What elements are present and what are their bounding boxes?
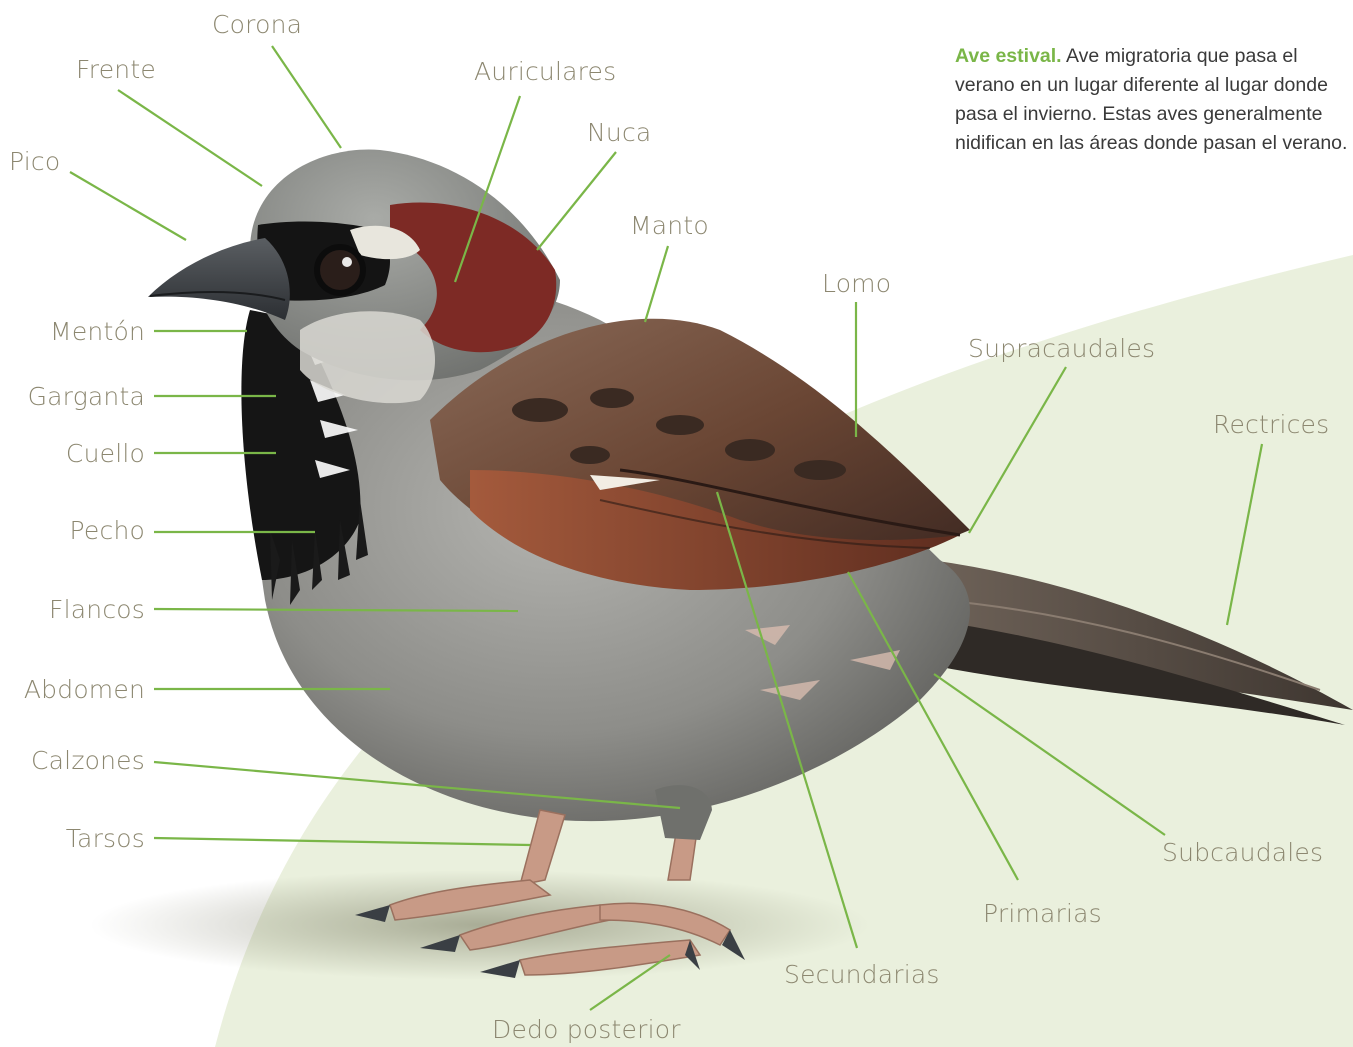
label-auriculares: Auriculares [474, 59, 616, 84]
label-secundarias: Secundarias [784, 962, 940, 987]
label-cuello: Cuello [66, 441, 145, 466]
leader-corona [272, 46, 341, 148]
label-frente: Frente [76, 57, 156, 82]
label-dedo-posterior: Dedo posterior [492, 1017, 681, 1042]
label-calzones: Calzones [31, 748, 145, 773]
leader-pico [70, 172, 186, 240]
leader-manto [645, 246, 668, 322]
label-rectrices: Rectrices [1213, 412, 1329, 437]
label-corona: Corona [212, 12, 302, 37]
label-tarsos: Tarsos [66, 826, 145, 851]
leader-frente [118, 90, 262, 186]
label-lomo: Lomo [822, 271, 891, 296]
label-abdomen: Abdomen [24, 677, 145, 702]
label-supracaudales: Supracaudales [968, 336, 1155, 361]
label-garganta: Garganta [28, 384, 145, 409]
label-manto: Manto [630, 213, 709, 238]
label-primarias: Primarias [983, 901, 1102, 926]
beak [148, 238, 290, 320]
label-flancos: Flancos [49, 597, 145, 622]
label-nuca: Nuca [587, 120, 651, 145]
label-subcaudales: Subcaudales [1162, 840, 1323, 865]
label-pecho: Pecho [70, 518, 145, 543]
label-menton: Mentón [50, 319, 145, 344]
note-title: Ave estival. [955, 45, 1062, 67]
leader-nuca [537, 152, 616, 250]
label-pico: Pico [9, 149, 60, 174]
definition-note: Ave estival. Ave migratoria que pasa el … [955, 42, 1350, 158]
